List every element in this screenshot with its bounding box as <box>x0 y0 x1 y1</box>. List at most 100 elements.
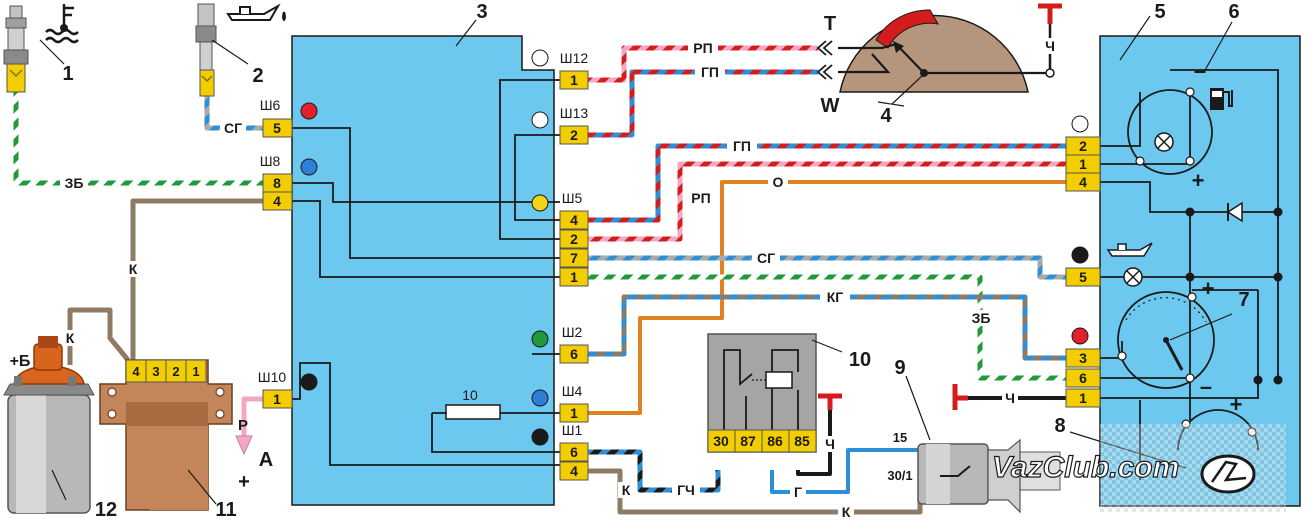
ignition-switch-11: 4 3 2 1 <box>99 359 233 511</box>
callout-10: 10 <box>849 349 871 371</box>
terminal-a-label: А <box>259 449 273 471</box>
callout-8: 8 <box>1054 415 1065 437</box>
sh2-pin-6 <box>559 344 589 364</box>
wire-zb-sensor1 <box>13 92 263 186</box>
callout-1: 1 <box>62 63 73 85</box>
fuel-pump-icon <box>1210 88 1233 110</box>
wire-gp-mid <box>588 143 1066 223</box>
sh4-pin-1-label: 1 <box>570 405 578 421</box>
sh6-label: Ш6 <box>260 97 281 113</box>
b5-pin-5-label: 5 <box>1079 269 1087 285</box>
wire-k-coil <box>67 307 130 365</box>
sh1-pin-6-label: 6 <box>570 444 578 460</box>
wire-k-sh8 <box>130 198 263 360</box>
sh13-pin-2-label: 2 <box>570 127 578 143</box>
code-ch-b5: Ч <box>1005 390 1015 406</box>
code-rp-top: РП <box>693 40 712 56</box>
sh12-dot <box>531 49 549 67</box>
sh13-pin-2 <box>559 125 589 145</box>
code-zb-left: ЗБ <box>65 175 84 191</box>
instrument-block-3: 10 <box>291 35 560 506</box>
code-zb-right: ЗБ <box>972 310 991 326</box>
terminal-a-r: Р <box>238 417 248 434</box>
sh8-pin-8-label: 8 <box>273 175 281 191</box>
sh1-pin-6 <box>559 442 589 462</box>
oil-pressure-sensor-2 <box>195 3 286 97</box>
switch11-pin-2: 2 <box>172 364 179 379</box>
wire-kg <box>588 294 1066 361</box>
temperature-sensor-1 <box>3 4 79 93</box>
diode-symbol <box>1226 201 1243 223</box>
oil-can-icon <box>226 3 286 22</box>
callout-4: 4 <box>880 105 892 127</box>
b5-pin-1b-label: 1 <box>1079 390 1087 406</box>
vazclub-watermark: VazClub.com <box>991 424 1286 512</box>
terminal-a-plus: + <box>238 471 250 493</box>
code-k-left: К <box>129 261 138 277</box>
sh13-dot <box>531 111 549 129</box>
sh1-pin-4 <box>559 461 589 481</box>
b5-pin-5 <box>1065 267 1101 287</box>
sh10-pin-1 <box>262 389 293 409</box>
sh10-label: Ш10 <box>258 369 287 385</box>
code-o: О <box>773 174 784 190</box>
relay10-pin-86: 86 <box>767 433 783 449</box>
b5-pin-2-label: 2 <box>1079 138 1087 154</box>
relay-10: 30 87 86 85 <box>707 333 843 453</box>
oil-can-icon-block5 <box>1106 242 1153 257</box>
sh2-dot <box>531 330 549 348</box>
callout-9: 9 <box>894 357 905 379</box>
ignition9-t30: 30/1 <box>887 468 912 483</box>
sh6-pin-5-label: 5 <box>273 120 281 136</box>
ground-symbol-b5 <box>952 384 968 410</box>
b5-pin-6-label: 6 <box>1079 370 1087 386</box>
b5-pin-3-label: 3 <box>1079 350 1087 366</box>
watermark-text: VazClub.com <box>992 451 1179 484</box>
ignition-coil-12: +Б <box>3 336 95 514</box>
code-rp-mid: РП <box>691 190 710 206</box>
sh8-dot <box>300 158 318 176</box>
wire-rp-top <box>588 45 818 83</box>
relay10-pin-85: 85 <box>794 433 810 449</box>
sh2-label: Ш2 <box>562 324 583 340</box>
sh8-pin-4-label: 4 <box>273 193 281 209</box>
sh12-label: Ш12 <box>560 50 589 66</box>
sh1-label: Ш1 <box>562 422 583 438</box>
sh5-pin-2 <box>559 229 589 249</box>
terminal-a: Р А + <box>235 417 273 493</box>
fuse-10 <box>445 404 501 420</box>
gauge4-w-label: W <box>821 95 840 117</box>
sh6-dot <box>300 102 318 120</box>
sh5-pin-4-label: 4 <box>570 212 578 228</box>
sh1-pin-4-label: 4 <box>570 463 578 479</box>
code-ch-gauge: Ч <box>1045 38 1055 54</box>
sh4-pin-1 <box>559 403 589 423</box>
code-k-coil: К <box>66 330 75 346</box>
lada-logo-icon <box>1200 454 1256 494</box>
sh2-pin-6-label: 6 <box>570 346 578 362</box>
sh4-dot <box>531 389 549 407</box>
sh5-pin-7-label: 7 <box>570 250 578 266</box>
code-gp-top: ГП <box>701 64 719 80</box>
sh5-label: Ш5 <box>562 190 583 206</box>
ground-symbol-relay <box>818 393 842 410</box>
sh5-pin-1 <box>559 267 589 287</box>
relay10-pin-87: 87 <box>740 433 756 449</box>
code-gch: ГЧ <box>677 482 695 498</box>
sh6-pin-5 <box>262 118 293 138</box>
fuse-10-label: 10 <box>462 387 478 403</box>
sign-plus-8: + <box>1230 392 1243 417</box>
coil12-plus-b: +Б <box>10 353 31 370</box>
wire-g-bottom <box>770 448 918 494</box>
sh5-pin-4 <box>559 210 589 230</box>
ignition9-t15: 15 <box>893 430 907 445</box>
callout-6: 6 <box>1228 1 1239 23</box>
callout-3: 3 <box>476 1 487 23</box>
b5-pin-4 <box>1065 172 1101 192</box>
sh12-pin-1 <box>559 70 589 90</box>
b5-pin-1b <box>1065 388 1101 408</box>
b5-pin-1a-label: 1 <box>1079 156 1087 172</box>
code-sg-left: СГ <box>224 120 242 136</box>
